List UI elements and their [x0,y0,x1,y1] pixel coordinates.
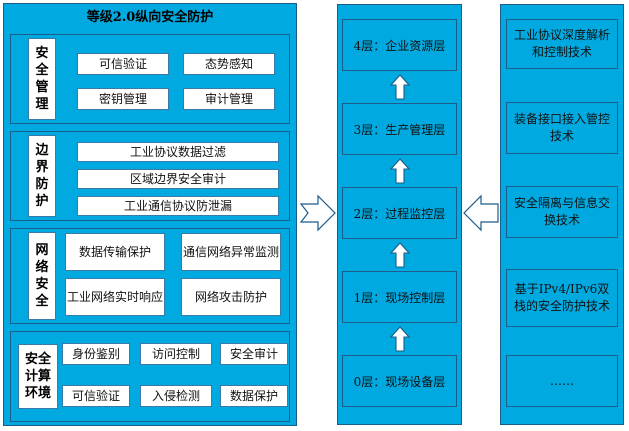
security-mgmt-item: 审计管理 [183,88,275,110]
security-mgmt-item: 可信验证 [77,53,169,75]
right-arrow-icon [299,194,336,232]
tech-item: 安全隔离与信息交换技术 [506,186,618,238]
left-panel-title: 等级2.0纵向安全防护 [86,10,214,25]
network-item: 通信网络异常监测 [181,233,281,271]
left-arrow-icon [463,194,499,232]
boundary-item: 区域边界安全审计 [77,169,279,189]
up-arrow-icon [389,326,411,352]
compute-item: 访问控制 [140,343,212,365]
network-item: 工业网络实时响应 [65,278,165,316]
up-arrow-icon [389,74,411,100]
tech-item: 工业协议深度解析和控制技术 [506,19,618,69]
compute-label: 安全计算环境 [18,344,58,409]
up-arrow-icon [389,242,411,268]
layer-2: 2层：过程监控层 [342,187,457,239]
tech-item: …… [506,355,618,407]
boundary-label: 边界防护 [28,135,56,217]
layer-0: 0层：现场设备层 [342,355,457,407]
layer-4: 4层：企业资源层 [342,19,457,71]
compute-item: 入侵检测 [140,385,212,407]
boundary-item: 工业通信协议防泄漏 [77,196,279,216]
boundary-item: 工业协议数据过滤 [77,142,279,162]
tech-item: 装备接口接入管控技术 [506,102,618,154]
compute-item: 身份鉴别 [62,343,130,365]
security-mgmt-item: 密钥管理 [77,88,169,110]
tech-item: 基于IPv4/IPv6双栈的安全防护技术 [506,269,618,327]
network-item: 网络攻击防护 [181,278,281,316]
security-mgmt-item: 态势感知 [183,53,275,75]
up-arrow-icon [389,158,411,184]
layer-3: 3层：生产管理层 [342,103,457,155]
compute-item: 数据保护 [220,385,288,407]
security-mgmt-label: 安全管理 [28,38,56,120]
compute-item: 可信验证 [62,385,130,407]
compute-item: 安全审计 [220,343,288,365]
network-label: 网络安全 [28,232,56,320]
layer-1: 1层：现场控制层 [342,271,457,323]
network-item: 数据传输保护 [65,233,165,271]
